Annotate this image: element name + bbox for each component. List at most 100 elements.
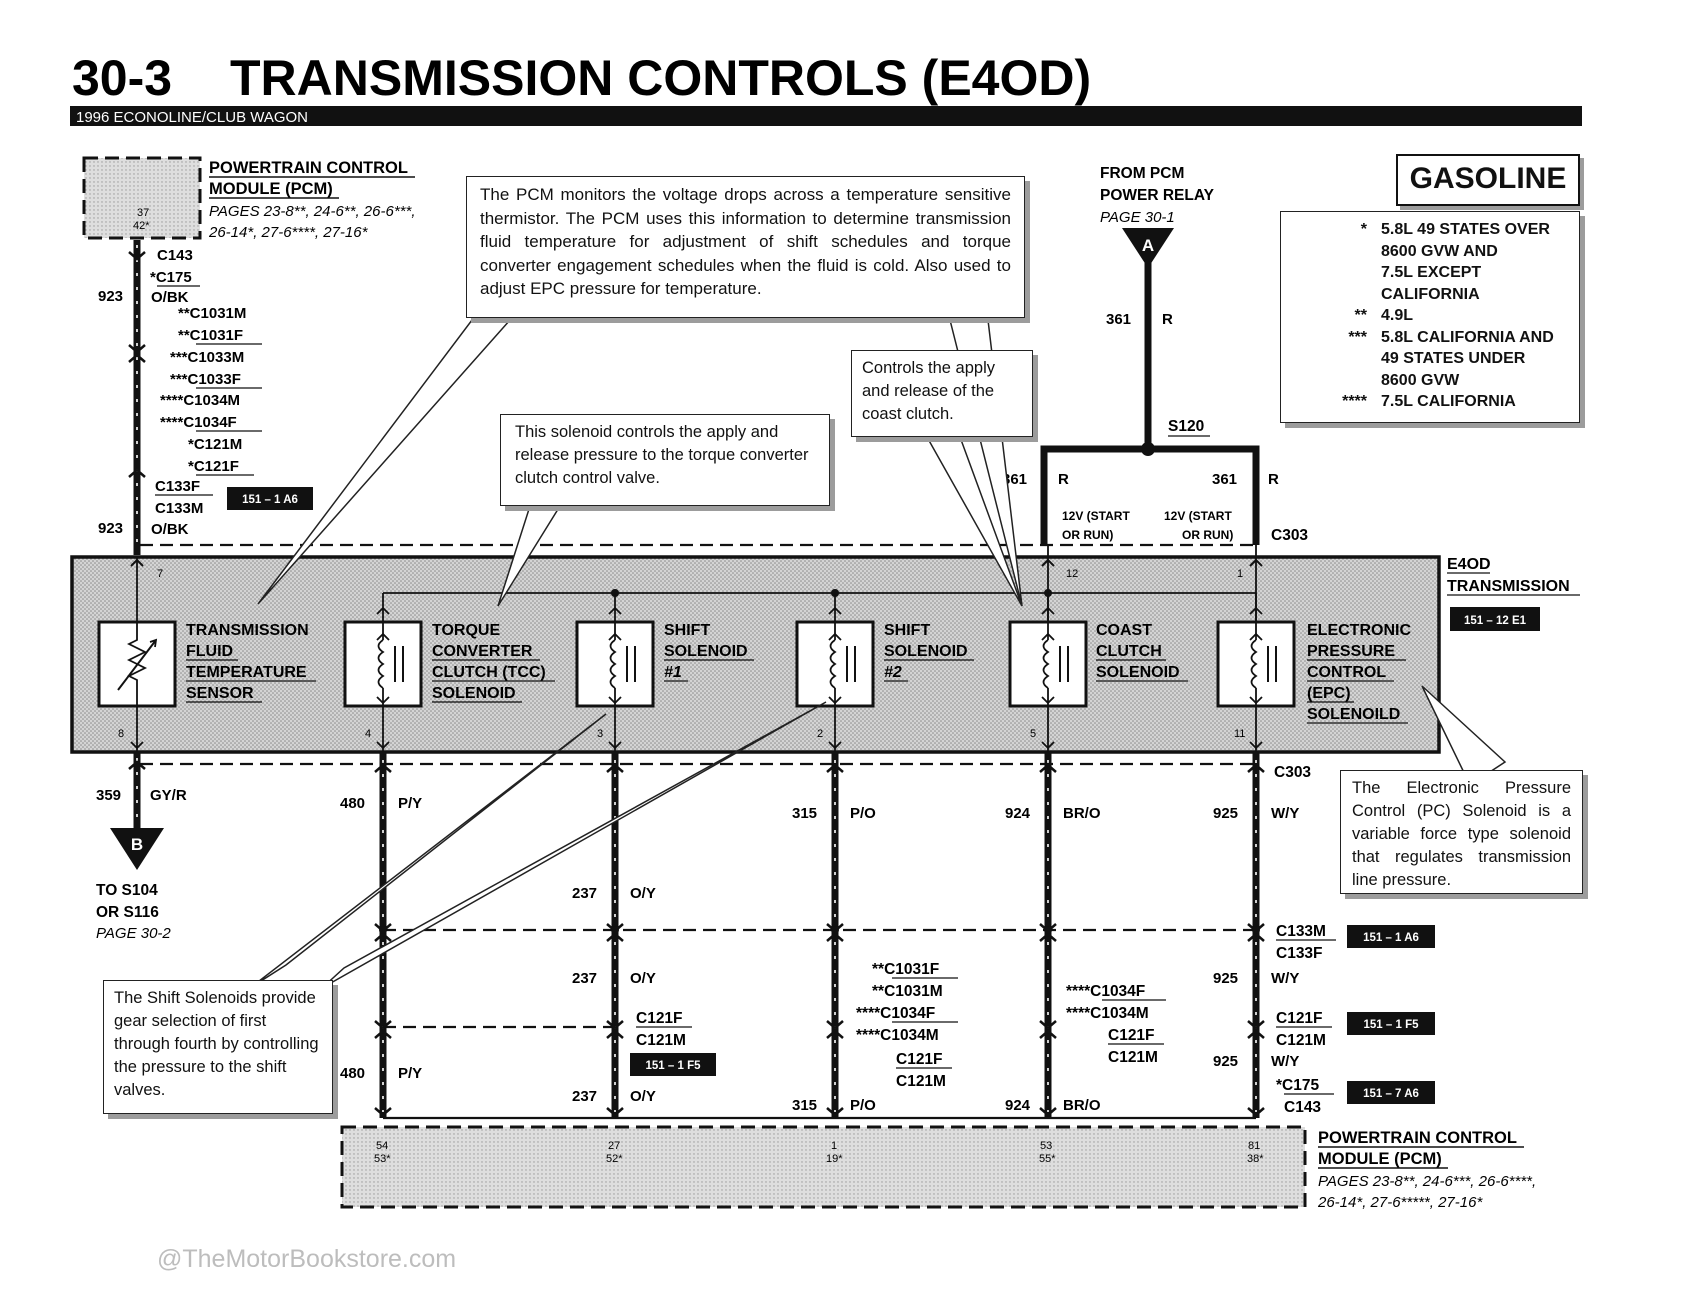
- component-label: SOLENOID: [664, 643, 748, 660]
- ref-badge-label: 151 – 1 F5: [646, 1060, 702, 1072]
- destination-label: OR S116: [96, 904, 159, 921]
- connector-label: **C1031M: [178, 305, 246, 322]
- wire-color: GY/R: [150, 787, 187, 804]
- connector-label: ***C1033F: [170, 371, 241, 388]
- wire-number: 361: [1002, 471, 1027, 488]
- pcm-bottom-box: [340, 1125, 1307, 1209]
- wire-number: 359: [96, 787, 121, 804]
- pcm-top-pin: 37: [137, 207, 149, 219]
- callout-coast: Controls the apply and release of the co…: [851, 350, 1033, 437]
- legend-row: * 5.8L 49 STATES OVER 8600 GVW AND 7.5L …: [1287, 219, 1573, 305]
- pin-number: 3: [597, 728, 603, 740]
- wire-number: 925: [1213, 805, 1238, 822]
- component-label: (EPC): [1307, 685, 1351, 702]
- pcm-pin: 53*: [374, 1153, 391, 1165]
- wire-number: 315: [792, 1097, 817, 1114]
- wire-number: 923: [98, 520, 123, 537]
- connector-symbol-letter: A: [1142, 236, 1154, 255]
- shift-solenoid-2-symbol: [795, 593, 875, 752]
- wire-number: 237: [572, 885, 597, 902]
- component-label: TRANSMISSION: [186, 622, 309, 639]
- component-label: CLUTCH: [1096, 643, 1162, 660]
- connector-label: C121F: [1108, 1027, 1155, 1044]
- pin-number: 7: [157, 568, 163, 580]
- component-label: FLUID: [186, 643, 233, 660]
- relay-page: PAGE 30-1: [1100, 209, 1175, 226]
- connector-symbol-a: [1122, 228, 1174, 268]
- legend-row: ** 4.9L: [1287, 305, 1573, 327]
- connector-label: C133F: [155, 478, 200, 495]
- legend-row: **** 7.5L CALIFORNIA: [1287, 391, 1573, 413]
- pin-number: 4: [365, 728, 371, 740]
- wire-number: 925: [1213, 1053, 1238, 1070]
- wire-color: P/Y: [398, 795, 422, 812]
- component-label: SHIFT: [884, 622, 930, 639]
- transmission-name: E4OD: [1447, 556, 1491, 573]
- epc-solenoid-symbol: [1216, 593, 1296, 752]
- component-label: TORQUE: [432, 622, 500, 639]
- relay-label: POWER RELAY: [1100, 187, 1215, 204]
- connector-label: C121F: [636, 1010, 683, 1027]
- component-label: CONTROL: [1307, 664, 1386, 681]
- power-note: OR RUN): [1182, 528, 1233, 542]
- pcm-top-pin: 42*: [133, 220, 150, 232]
- connector-label: C121M: [1276, 1032, 1326, 1049]
- component-label: COAST: [1096, 622, 1152, 639]
- legend-mark: **: [1354, 307, 1367, 324]
- ref-badge: [227, 487, 313, 510]
- header: 30-3 TRANSMISSION CONTROLS (E4OD) 1996 E…: [70, 50, 1582, 126]
- wire-color: O/BK: [151, 289, 189, 306]
- wire-359: 359 GY/R B TO S104 OR S116 PAGE 30-2: [96, 752, 187, 942]
- section-number: 30-3: [72, 50, 172, 106]
- connector-label: ***C1033M: [170, 349, 244, 366]
- pin-number: 8: [118, 728, 124, 740]
- connector-label: ****C1034M: [856, 1027, 939, 1044]
- wire-number: 361: [1106, 311, 1131, 328]
- wire-color: O/Y: [630, 970, 656, 987]
- component-label: SENSOR: [186, 685, 254, 702]
- connector-label: C303: [1274, 764, 1311, 781]
- legend-mark: ***: [1348, 328, 1367, 346]
- pcm-bottom-title: POWERTRAIN CONTROL: [1318, 1129, 1517, 1147]
- wire-color: W/Y: [1271, 970, 1299, 987]
- connector-label: **C1031F: [872, 961, 939, 978]
- callout-coast-text: Controls the apply and release of the co…: [862, 359, 995, 423]
- wire-number: 480: [340, 795, 365, 812]
- connector-label: C133F: [1276, 945, 1323, 962]
- ref-badge: [1347, 1012, 1435, 1035]
- pcm-pin: 55*: [1039, 1153, 1056, 1165]
- component-label: PRESSURE: [1307, 643, 1395, 660]
- legend-text: 5.8L CALIFORNIA AND 49 STATES UNDER 8600…: [1381, 328, 1554, 389]
- ref-badge: [1347, 925, 1435, 948]
- connector-label: *C175: [1276, 1077, 1319, 1094]
- component-label: SOLENOID: [884, 643, 968, 660]
- wire-color: R: [1058, 471, 1069, 488]
- connector-label: ****C1034M: [1066, 1005, 1149, 1022]
- wire-number: 237: [572, 1088, 597, 1105]
- wire-color: BR/O: [1063, 805, 1101, 822]
- pcm-bottom: 54 53* 27 52* 1 19* 53 55* 81 38* POWERT…: [340, 1125, 1536, 1211]
- wire-color: P/O: [850, 1097, 876, 1114]
- callout-tcc-text: This solenoid controls the apply and rel…: [515, 423, 809, 487]
- ref-badge: [1347, 1081, 1435, 1104]
- pcm-pin: 1: [831, 1140, 837, 1152]
- wire-color: W/Y: [1271, 1053, 1299, 1070]
- wire-number: 315: [792, 805, 817, 822]
- pin-number: 5: [1030, 728, 1036, 740]
- wire-number: 361: [1212, 471, 1237, 488]
- connector-label: *C121F: [188, 458, 239, 475]
- callout-shift-text: The Shift Solenoids provide gear selecti…: [114, 989, 319, 1099]
- transmission-case: E4OD TRANSMISSION 151 – 12 E1 7 12 1: [70, 545, 1580, 754]
- connector-label: C143: [1284, 1099, 1321, 1116]
- legend-text: 4.9L: [1381, 307, 1414, 324]
- component-label: #2: [884, 664, 902, 681]
- connector-symbol-letter: B: [131, 835, 143, 854]
- wire-923: 923 O/BK 923 O/BK C143 *C175 **C1031M **…: [98, 240, 313, 555]
- pcm-pin: 19*: [826, 1153, 843, 1165]
- power-note: 12V (START: [1062, 509, 1130, 523]
- ref-badge: [630, 1053, 716, 1076]
- transmission-box: [70, 555, 1441, 754]
- engine-legend: * 5.8L 49 STATES OVER 8600 GVW AND 7.5L …: [1280, 211, 1580, 423]
- gasoline-badge: GASOLINE: [1396, 154, 1580, 206]
